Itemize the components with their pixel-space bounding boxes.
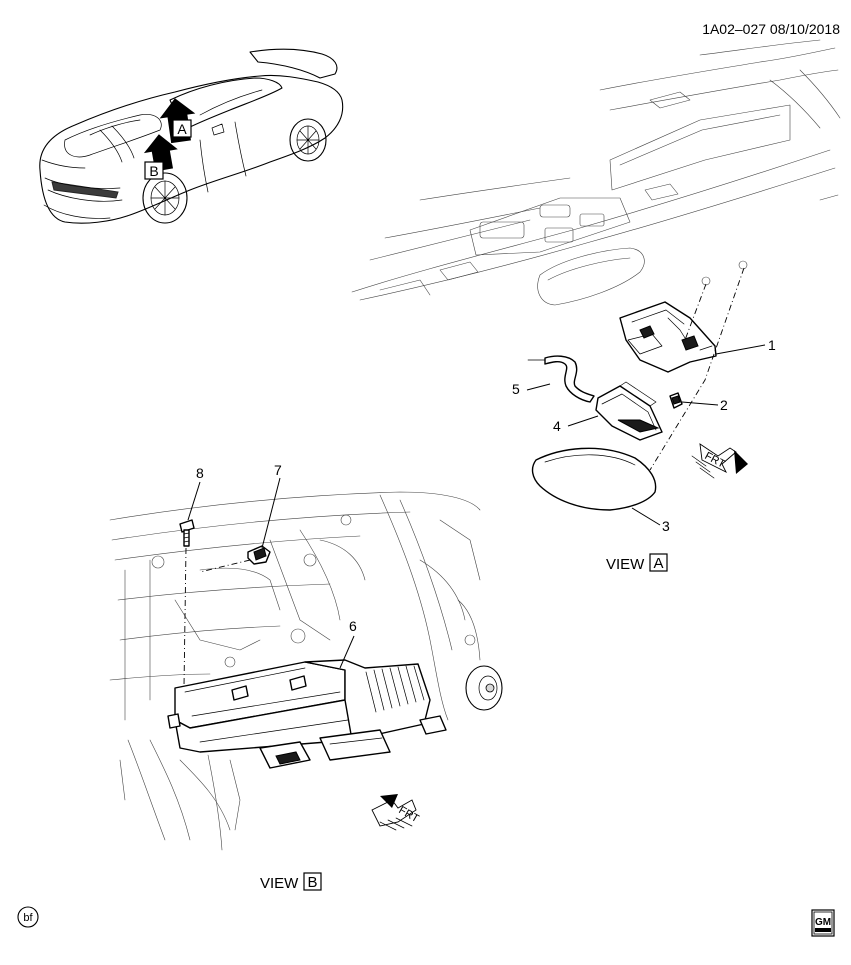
part-1-bracket: [619, 301, 717, 373]
corner-mark: bf: [17, 906, 39, 928]
view-b-letter: B: [307, 874, 317, 891]
view-b-label-text: VIEW: [260, 875, 299, 892]
callout-2: 2: [720, 397, 728, 413]
view-a-frt-arrow: FRT: [691, 443, 748, 479]
view-b-guide-line-2: [199, 559, 251, 573]
view-a-guide-line: [649, 267, 745, 471]
view-b-label: VIEW B: [260, 872, 322, 892]
view-b-letter-box: [303, 872, 322, 891]
view-b-arrow-box: [144, 161, 164, 180]
callout-3: 3: [662, 518, 670, 534]
callout-7: 7: [274, 462, 282, 478]
view-a-letter-box: [649, 553, 668, 572]
callout-6: 6: [349, 618, 357, 634]
view-a-arrow: A: [159, 98, 196, 144]
view-a-letter: A: [653, 555, 663, 572]
view-a-arrow-box: [172, 119, 192, 138]
view-b-callouts: 6 7 8: [187, 462, 357, 669]
view-a-label: VIEW A: [606, 553, 668, 573]
view-a-guide-line-2: [684, 283, 707, 341]
gm-logo: GM: [811, 909, 835, 937]
corner-mark-text: bf: [23, 912, 33, 924]
view-b-guide-line: [183, 547, 187, 687]
callout-5: 5: [512, 381, 520, 397]
view-b-compartment: [109, 491, 503, 851]
part-8-bolt: [179, 519, 195, 547]
view-b-arrow: B: [143, 134, 178, 180]
callout-4: 4: [553, 418, 561, 434]
view-b-frt-label: FRT: [397, 804, 422, 825]
part-7-clip: [247, 545, 271, 565]
part-6-module: [167, 659, 447, 769]
part-4-module: [595, 381, 663, 441]
part-5-harness: [527, 355, 595, 403]
view-a-headliner: [351, 39, 841, 306]
part-3-cover: [531, 447, 657, 511]
part-2-clip: [669, 392, 683, 409]
view-a-arrow-letter: A: [177, 121, 187, 137]
callout-1: 1: [768, 337, 776, 353]
diagram-reference: 1A02–027 08/10/2018: [702, 21, 840, 37]
view-b-arrow-letter: B: [149, 163, 158, 179]
view-a-label-text: VIEW: [606, 556, 645, 573]
car-illustration: [39, 48, 344, 224]
view-a-callouts: 1 2 3 4 5: [512, 337, 776, 534]
callout-8: 8: [196, 465, 204, 481]
view-b-frt-arrow: FRT: [371, 794, 422, 831]
gm-logo-text: GM: [815, 917, 831, 928]
module-heatsink: [365, 665, 425, 713]
